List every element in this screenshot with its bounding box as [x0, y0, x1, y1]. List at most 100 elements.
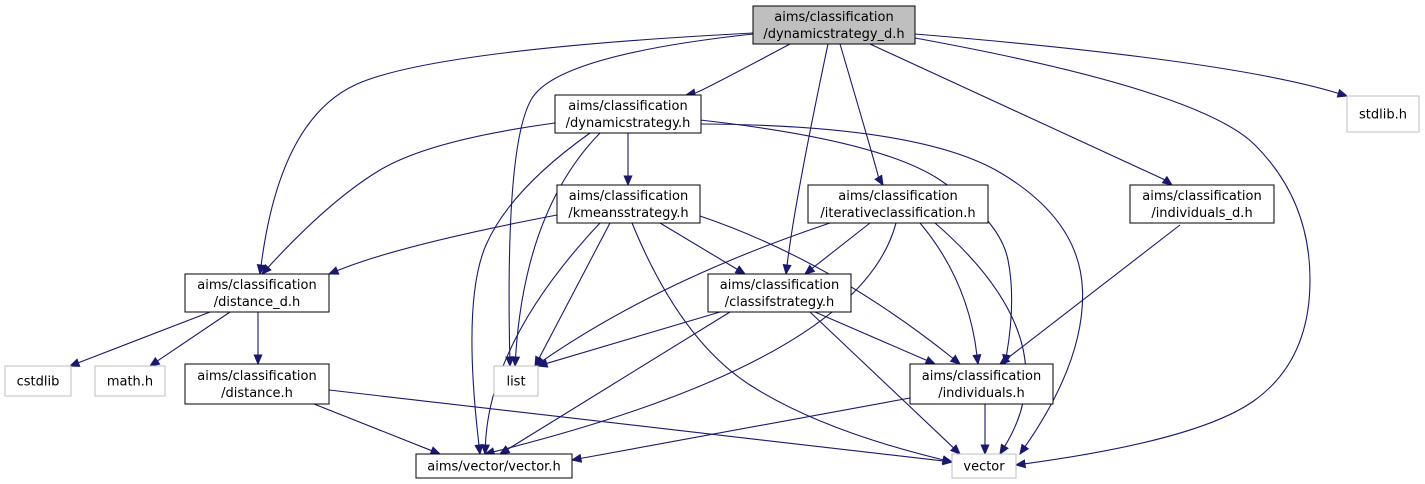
arrowhead — [942, 456, 954, 466]
edge-distance-to-vectorh — [313, 403, 442, 455]
edge-line — [694, 43, 791, 94]
edge-classifstrat-to-vector — [809, 311, 961, 455]
node-box — [556, 184, 701, 224]
node-box — [554, 94, 702, 134]
node-label-line: aims/classification — [568, 99, 687, 114]
edge-distance_d-to-distance — [253, 312, 263, 366]
arrowhead — [261, 263, 272, 275]
edges-layer — [68, 32, 1349, 469]
edge-line — [809, 311, 954, 449]
arrowhead — [924, 356, 937, 365]
nodes-layer: aims/classification/dynamicstrategy_d.ha… — [4, 5, 1420, 479]
node-label-line: /individuals_d.h — [1151, 206, 1252, 221]
edge-line — [786, 43, 829, 266]
arrowhead — [803, 264, 816, 275]
node-label-line: aims/classification — [922, 369, 1041, 384]
edge-kmeans-to-classifstrat — [659, 222, 747, 275]
edge-classifstrat-to-list — [536, 311, 721, 368]
edge-dynstrat-to-kmeans — [623, 133, 633, 187]
node-label-line: /distance.h — [221, 386, 293, 401]
node-box — [909, 363, 1054, 405]
edge-distance_d-to-math — [148, 311, 231, 367]
node-box — [1346, 95, 1420, 133]
node-box — [415, 453, 573, 479]
edge-iterative-to-classifstrat — [803, 222, 871, 275]
node-individuals[interactable]: aims/classification/individuals.h — [909, 363, 1054, 405]
edge-line — [328, 389, 944, 462]
edge-line — [914, 33, 1339, 94]
edge-individuals_d-to-individuals — [998, 224, 1181, 365]
edge-dynstrat-to-list — [511, 132, 601, 368]
edge-line — [78, 311, 211, 364]
arrowhead — [1019, 443, 1030, 456]
node-label-line: aims/classification — [569, 189, 688, 204]
node-label-line: aims/classification — [1142, 189, 1261, 204]
arrowhead — [972, 354, 982, 366]
node-vectorh[interactable]: aims/vector/vector.h — [415, 453, 573, 479]
edge-classifstrat-to-vectorh — [498, 311, 731, 455]
arrowhead — [980, 444, 990, 456]
node-classifstrat[interactable]: aims/classification/classifstrategy.h — [707, 273, 852, 313]
edge-distance_d-to-cstdlib — [68, 311, 211, 367]
edge-iterative-to-vector — [934, 222, 1027, 456]
edge-line — [811, 222, 871, 269]
edge-line — [507, 311, 731, 450]
node-box — [4, 365, 72, 397]
node-label-line: /dynamicstrategy.h — [566, 116, 691, 131]
edge-dynstrat-to-distance_d — [261, 122, 556, 275]
node-cstdlib: cstdlib — [4, 365, 72, 397]
edge-line — [157, 311, 231, 362]
node-box — [807, 184, 989, 224]
edge-individuals-to-vectorh — [570, 397, 911, 463]
node-label-line: /individuals.h — [938, 386, 1025, 401]
edge-line — [337, 214, 558, 272]
node-box — [707, 273, 852, 313]
node-label-line: aims/classification — [774, 10, 893, 25]
node-list: list — [493, 365, 539, 397]
edge-line — [260, 32, 754, 266]
arrowhead — [1161, 175, 1174, 186]
arrowhead — [511, 356, 521, 368]
edge-iterative-to-individuals — [919, 222, 982, 366]
edge-root-to-individuals_d — [869, 43, 1174, 186]
arrowhead — [256, 263, 266, 276]
node-root[interactable]: aims/classification/dynamicstrategy_d.h — [752, 5, 916, 45]
arrowhead — [623, 175, 633, 187]
edge-root-to-vector — [914, 37, 1311, 469]
edge-line — [934, 222, 1027, 447]
arrowhead — [68, 358, 81, 367]
node-box — [493, 365, 539, 397]
edge-line — [631, 222, 944, 461]
node-distance_d[interactable]: aims/classification/distance_d.h — [184, 273, 330, 313]
edge-line — [542, 222, 831, 362]
node-individuals_d[interactable]: aims/classification/individuals_d.h — [1129, 184, 1275, 224]
edge-kmeans-to-list — [534, 222, 611, 368]
arrowhead — [429, 446, 442, 455]
node-label-line: list — [506, 375, 525, 390]
node-label-line: /classifstrategy.h — [725, 295, 835, 310]
node-label-line: aims/classification — [720, 278, 839, 293]
node-label-line: aims/classification — [838, 189, 957, 204]
edge-line — [699, 119, 1013, 356]
node-math: math.h — [94, 365, 166, 397]
arrowhead — [1014, 459, 1027, 469]
edge-line — [914, 37, 1311, 465]
edge-line — [515, 132, 601, 358]
arrowhead — [999, 443, 1009, 456]
arrowhead — [474, 444, 484, 456]
edge-line — [484, 222, 601, 446]
node-box — [184, 363, 330, 405]
edge-line — [267, 122, 556, 268]
edge-line — [508, 33, 754, 358]
node-distance[interactable]: aims/classification/distance.h — [184, 363, 330, 405]
edge-root-to-iterative — [839, 43, 884, 187]
node-label-line: cstdlib — [17, 375, 60, 390]
arrowhead — [498, 445, 511, 455]
node-dynstrat[interactable]: aims/classification/dynamicstrategy.h — [554, 94, 702, 134]
edge-classifstrat-to-individuals — [814, 311, 937, 365]
node-kmeans[interactable]: aims/classification/kmeansstrategy.h — [556, 184, 701, 224]
edge-line — [919, 222, 978, 356]
node-iterative[interactable]: aims/classification/iterativeclassificat… — [807, 184, 989, 224]
edge-individuals-to-vector — [980, 404, 990, 456]
arrowhead — [734, 265, 747, 275]
